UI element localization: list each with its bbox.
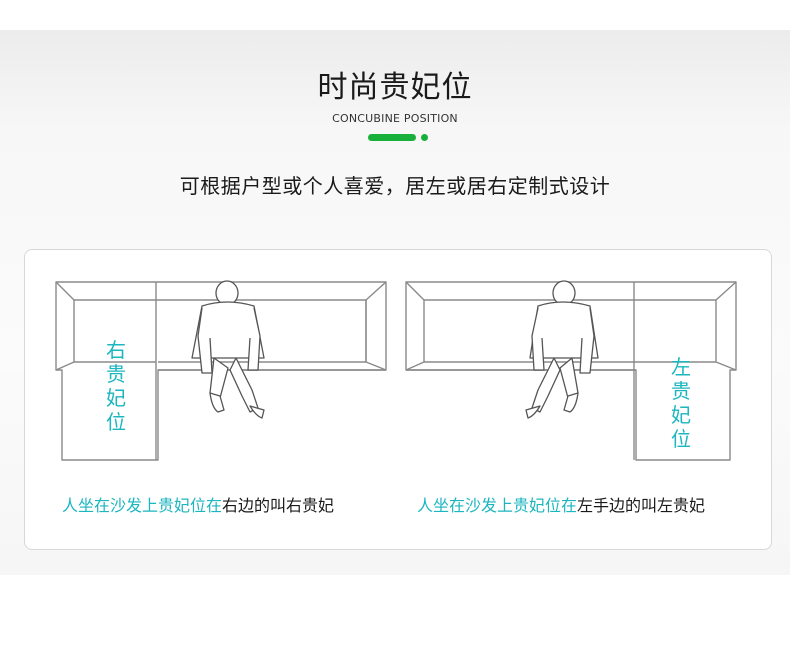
sofa-outline <box>55 281 387 461</box>
seat-edge <box>158 361 386 371</box>
left-chaise-sofa-diagram <box>405 280 737 461</box>
caption-teal-part: 人坐在沙发上贵妃位在 <box>417 496 578 515</box>
right-chaise-sofa-diagram <box>55 280 387 461</box>
left-chaise-label: 左贵妃位 <box>671 355 691 451</box>
diagram-card <box>24 249 772 550</box>
accent-dot <box>421 134 428 141</box>
seated-person-figure <box>525 280 599 419</box>
left-diagram-caption: 人坐在沙发上贵妃位在右边的叫右贵妃 <box>62 492 334 516</box>
title-accent-divider <box>368 134 430 141</box>
right-chaise-label: 右贵妃位 <box>106 338 126 434</box>
right-armrest <box>715 281 737 371</box>
caption-dark-part: 右边的叫右贵妃 <box>222 496 335 515</box>
seated-person-figure <box>191 280 265 419</box>
caption-dark-part: 左手边的叫左贵妃 <box>577 496 706 515</box>
page-subtitle: CONCUBINE POSITION <box>332 112 458 125</box>
right-diagram-caption: 人坐在沙发上贵妃位在左手边的叫左贵妃 <box>417 492 705 516</box>
right-armrest <box>365 281 387 371</box>
caption-teal-part: 人坐在沙发上贵妃位在 <box>62 496 223 515</box>
left-armrest <box>405 281 425 371</box>
seat-edge <box>406 361 636 371</box>
page-description: 可根据户型或个人喜爱，居左或居右定制式设计 <box>179 174 611 198</box>
accent-bar <box>368 134 416 141</box>
left-armrest <box>55 281 75 371</box>
page-title: 时尚贵妃位 <box>317 70 473 105</box>
